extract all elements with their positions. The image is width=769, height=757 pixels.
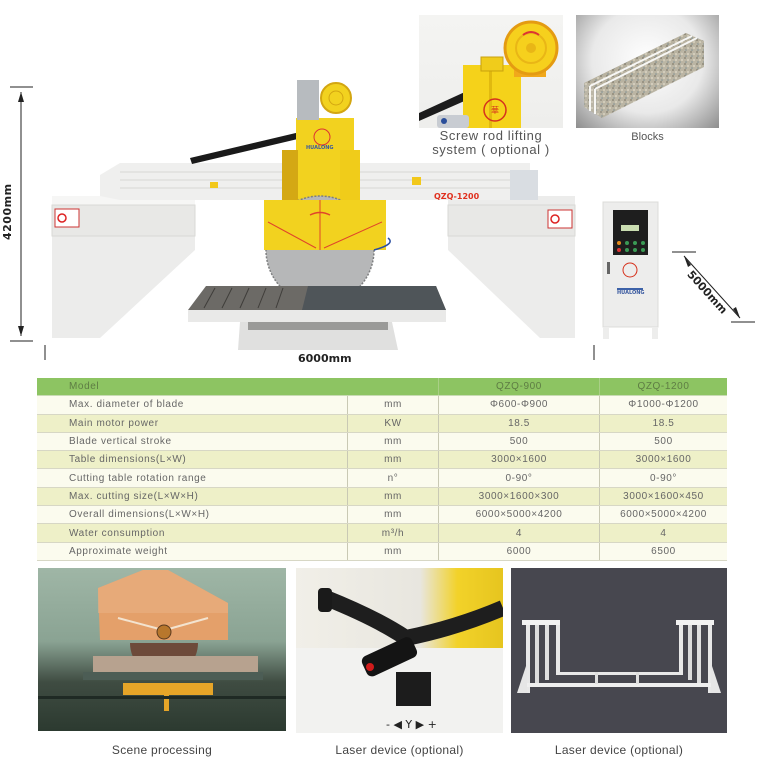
row-label: Water consumption	[37, 523, 348, 543]
table-row: Table dimensions(L×W) mm 3000×1600 3000×…	[37, 450, 727, 470]
scene-processing-photo	[38, 568, 286, 731]
row-value-model-1: Φ600-Φ900	[438, 395, 600, 415]
screw-rod-caption: Screw rod lifting system ( optional )	[419, 129, 563, 157]
row-value-model-2: 500	[599, 432, 727, 452]
scene-processing-caption: Scene processing	[111, 743, 213, 757]
length-dimension-label: 6000mm	[298, 352, 352, 365]
lifting-motor-illustration: 華	[419, 20, 559, 128]
blocks-photo	[576, 15, 719, 128]
row-value-model-2: 3000×1600×450	[599, 487, 727, 507]
granite-block-illustration	[584, 33, 704, 118]
saw-cutting-scene	[38, 570, 286, 711]
row-value-model-1: 6000×5000×4200	[438, 505, 600, 525]
machine-model-label: QZQ-1200	[434, 192, 480, 201]
row-value-model-2: 0-90°	[599, 468, 727, 488]
table-row: Water consumption m³/h 4 4	[37, 523, 727, 543]
specification-table: Model QZQ-900 QZQ-1200 Max. diameter of …	[37, 378, 727, 561]
caption-line-2: system ( optional )	[432, 142, 550, 157]
caption-line-1: Screw rod lifting	[439, 128, 543, 143]
row-label: Max. diameter of blade	[37, 395, 348, 415]
rack-device-caption: Laser device (optional)	[554, 743, 684, 757]
svg-text:華: 華	[491, 105, 499, 115]
row-value-model-2: 6500	[599, 542, 727, 561]
row-label: Cutting table rotation range	[37, 468, 348, 488]
row-value-model-1: 500	[438, 432, 600, 452]
table-row: Approximate weight mm 6000 6500	[37, 542, 727, 561]
laser-pointer-scene: - ◀ Y ▶ +	[296, 588, 503, 733]
row-unit: mm	[347, 395, 439, 415]
header-unit	[347, 378, 439, 397]
row-label: Table dimensions(L×W)	[37, 450, 348, 470]
laser-device-caption: Laser device (optional)	[335, 743, 464, 757]
row-value-model-1: 3000×1600×300	[438, 487, 600, 507]
row-unit: mm	[347, 505, 439, 525]
row-label: Main motor power	[37, 414, 348, 433]
table-row: Blade vertical stroke mm 500 500	[37, 432, 727, 452]
table-header-row: Model QZQ-900 QZQ-1200	[37, 378, 727, 397]
table-row: Max. cutting size(L×W×H) mm 3000×1600×30…	[37, 487, 727, 507]
row-value-model-2: 3000×1600	[599, 450, 727, 470]
row-unit: KW	[347, 414, 439, 433]
table-row: Cutting table rotation range n° 0-90° 0-…	[37, 468, 727, 488]
row-value-model-2: 18.5	[599, 414, 727, 433]
rack-frame-photo	[511, 568, 727, 733]
header-model-2: QZQ-1200	[599, 378, 727, 397]
machine-brand-label: HUALONG	[306, 145, 334, 151]
row-unit: mm	[347, 542, 439, 561]
height-dimension-label: 4200mm	[1, 183, 14, 240]
row-value-model-1: 0-90°	[438, 468, 600, 488]
table-row: Max. diameter of blade mm Φ600-Φ900 Φ100…	[37, 395, 727, 415]
header-model-1: QZQ-900	[438, 378, 600, 397]
row-value-model-2: Φ1000-Φ1200	[599, 395, 727, 415]
table-row: Overall dimensions(L×W×H) mm 6000×5000×4…	[37, 505, 727, 525]
header-model-label: Model	[37, 378, 348, 397]
row-unit: mm	[347, 487, 439, 507]
blocks-caption: Blocks	[631, 131, 664, 143]
panel-symbols: - ◀ Y ▶ +	[386, 718, 437, 731]
bridge-saw-machine-drawing	[10, 80, 755, 360]
row-unit: n°	[347, 468, 439, 488]
table-row: Main motor power KW 18.5 18.5	[37, 414, 727, 433]
row-label: Blade vertical stroke	[37, 432, 348, 452]
steel-rack-illustration	[517, 620, 721, 693]
row-label: Max. cutting size(L×W×H)	[37, 487, 348, 507]
row-value-model-1: 18.5	[438, 414, 600, 433]
row-unit: mm	[347, 432, 439, 452]
row-value-model-2: 4	[599, 523, 727, 543]
cabinet-brand-label: HUALONG	[617, 290, 645, 296]
screw-rod-lifting-photo: 華	[419, 15, 563, 128]
row-value-model-2: 6000×5000×4200	[599, 505, 727, 525]
row-value-model-1: 6000	[438, 542, 600, 561]
row-value-model-1: 4	[438, 523, 600, 543]
row-unit: m³/h	[347, 523, 439, 543]
row-label: Overall dimensions(L×W×H)	[37, 505, 348, 525]
row-value-model-1: 3000×1600	[438, 450, 600, 470]
laser-device-photo: - ◀ Y ▶ +	[296, 568, 503, 733]
row-label: Approximate weight	[37, 542, 348, 561]
row-unit: mm	[347, 450, 439, 470]
